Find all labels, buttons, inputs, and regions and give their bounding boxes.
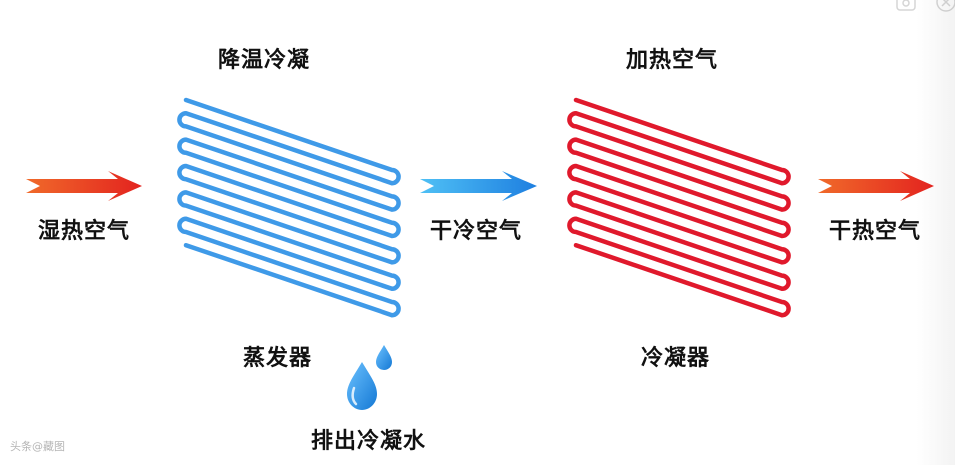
- droplet-icon: [351, 386, 358, 406]
- heating-label: 加热空气: [626, 48, 719, 73]
- dry-cold-air-label: 干冷空气: [430, 219, 523, 244]
- image-search-icon[interactable]: [896, 0, 916, 11]
- close-icon[interactable]: [936, 0, 955, 12]
- dry-hot-air-label: 干热空气: [829, 219, 922, 244]
- humid-hot-air-arrow: [26, 171, 142, 201]
- condenser-label: 冷凝器: [641, 346, 711, 371]
- watermark: 头条@藏图: [10, 440, 65, 453]
- evaporator-coil: [177, 97, 401, 318]
- condenser-coil: [567, 97, 791, 318]
- drain-label: 排出冷凝水: [311, 429, 427, 454]
- droplet-icon: [347, 362, 377, 410]
- evaporator-label: 蒸发器: [243, 346, 313, 371]
- coil-tube: [567, 97, 791, 318]
- coil-tube: [177, 97, 401, 318]
- humid-hot-air-label: 湿热空气: [38, 219, 131, 244]
- dry-cold-air-arrow: [420, 171, 537, 201]
- dry-hot-air-arrow: [818, 171, 934, 201]
- droplet-icon: [376, 345, 392, 370]
- cooling-label: 降温冷凝: [218, 48, 311, 73]
